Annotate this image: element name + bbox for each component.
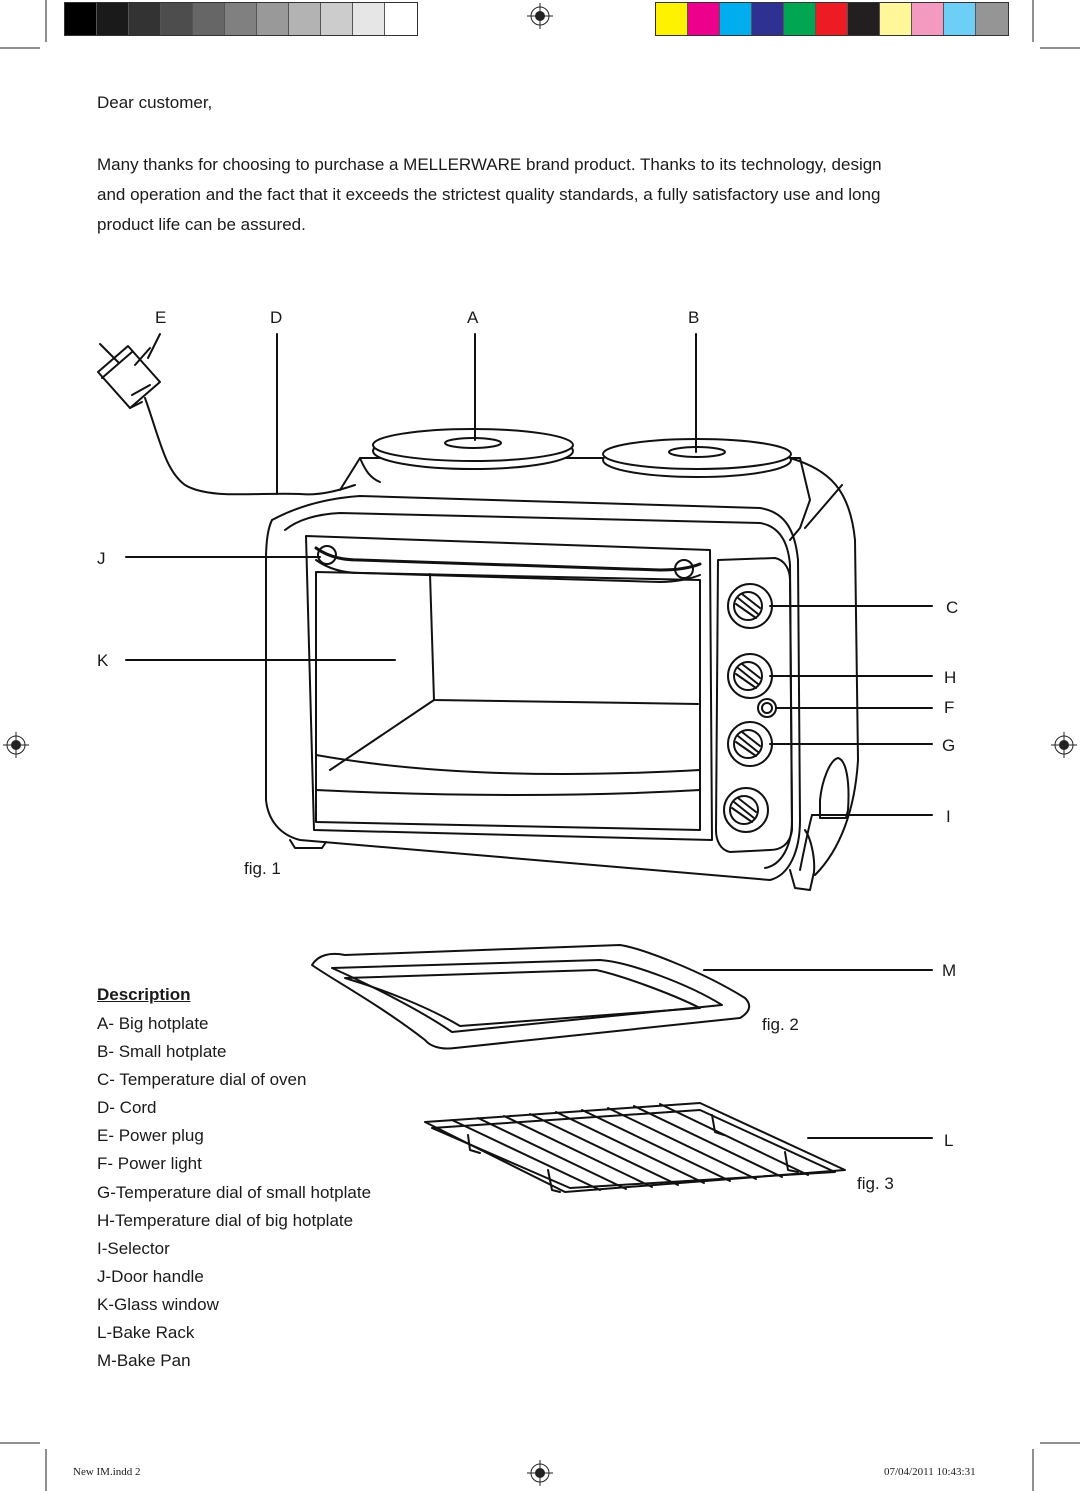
description-item: L-Bake Rack (97, 1323, 195, 1343)
dial-g (727, 721, 773, 767)
description-item: B- Small hotplate (97, 1042, 227, 1062)
process-swatch (880, 3, 912, 35)
figure-caption-1: fig. 1 (244, 859, 281, 878)
figure-caption-3: fig. 3 (857, 1174, 894, 1193)
dial-i (723, 787, 769, 833)
gray-swatch (65, 3, 97, 35)
process-swatch (848, 3, 880, 35)
dial-c (727, 583, 773, 629)
gray-swatch (289, 3, 321, 35)
footer-datetime: 07/04/2011 10:43:31 (884, 1466, 976, 1478)
callout-label-d: D (270, 308, 283, 327)
power-light (757, 698, 777, 718)
process-swatch (784, 3, 816, 35)
registration-mark-top (527, 3, 553, 29)
footer-filename: New IM.indd 2 (73, 1466, 141, 1478)
callout-label-c: C (946, 598, 959, 617)
description-item: E- Power plug (97, 1126, 204, 1146)
intro-line: Many thanks for choosing to purchase a M… (97, 155, 882, 174)
dial-h (727, 653, 773, 699)
callout-label-b: B (688, 308, 700, 327)
gray-swatch (193, 3, 225, 35)
description-item: D- Cord (97, 1098, 157, 1118)
description-item: F- Power light (97, 1154, 202, 1174)
description-item: J-Door handle (97, 1266, 204, 1286)
description-item: G-Temperature dial of small hotplate (97, 1182, 372, 1202)
gray-swatch (97, 3, 129, 35)
registration-mark-left (3, 732, 29, 758)
description-item: H-Temperature dial of big hotplate (97, 1210, 354, 1230)
process-swatch (656, 3, 688, 35)
callout-label-m: M (942, 961, 957, 980)
callout-label-f: F (944, 698, 955, 717)
description-item: A- Big hotplate (97, 1014, 209, 1033)
process-swatch (688, 3, 720, 35)
figure-caption-2: fig. 2 (762, 1015, 799, 1034)
gray-swatch (321, 3, 353, 35)
process-swatch (976, 3, 1008, 35)
callout-label-i: I (946, 807, 951, 826)
process-swatch (816, 3, 848, 35)
description-item: M-Bake Pan (97, 1351, 191, 1371)
description-list: A- Big hotplate B- Small hotplate C- Tempe… (97, 1010, 371, 1375)
callout-label-h: H (944, 668, 957, 687)
description-item: I-Selector (97, 1238, 170, 1258)
intro-line: and operation and the fact that it excee… (97, 185, 881, 204)
intro-paragraph: Many thanks for choosing to purchase a M… (97, 150, 997, 240)
gray-swatch (385, 3, 417, 35)
process-swatch (944, 3, 976, 35)
gray-swatch (129, 3, 161, 35)
callout-label-j: J (97, 549, 106, 568)
registration-mark-bottom (527, 1460, 553, 1486)
registration-mark-right (1051, 732, 1077, 758)
greeting: Dear customer, (97, 93, 213, 112)
power-plug-drawing (97, 343, 161, 409)
cord-drawing (144, 397, 356, 496)
gray-swatch (257, 3, 289, 35)
callout-label-g: G (942, 736, 956, 755)
gray-swatch (353, 3, 385, 35)
process-swatch (752, 3, 784, 35)
callout-label-k: K (97, 651, 109, 670)
description-item: C- Temperature dial of oven (97, 1070, 307, 1090)
grayscale-color-bar (64, 2, 418, 36)
description-item: K-Glass window (97, 1294, 219, 1314)
description-heading: Description (97, 985, 191, 1004)
process-swatch (912, 3, 944, 35)
callout-label-a: A (467, 308, 479, 327)
intro-line: product life can be assured. (97, 215, 306, 234)
process-color-bar (655, 2, 1009, 36)
gray-swatch (225, 3, 257, 35)
process-swatch (720, 3, 752, 35)
gray-swatch (161, 3, 193, 35)
callout-label-e: E (155, 308, 167, 327)
callout-label-l: L (944, 1131, 954, 1150)
